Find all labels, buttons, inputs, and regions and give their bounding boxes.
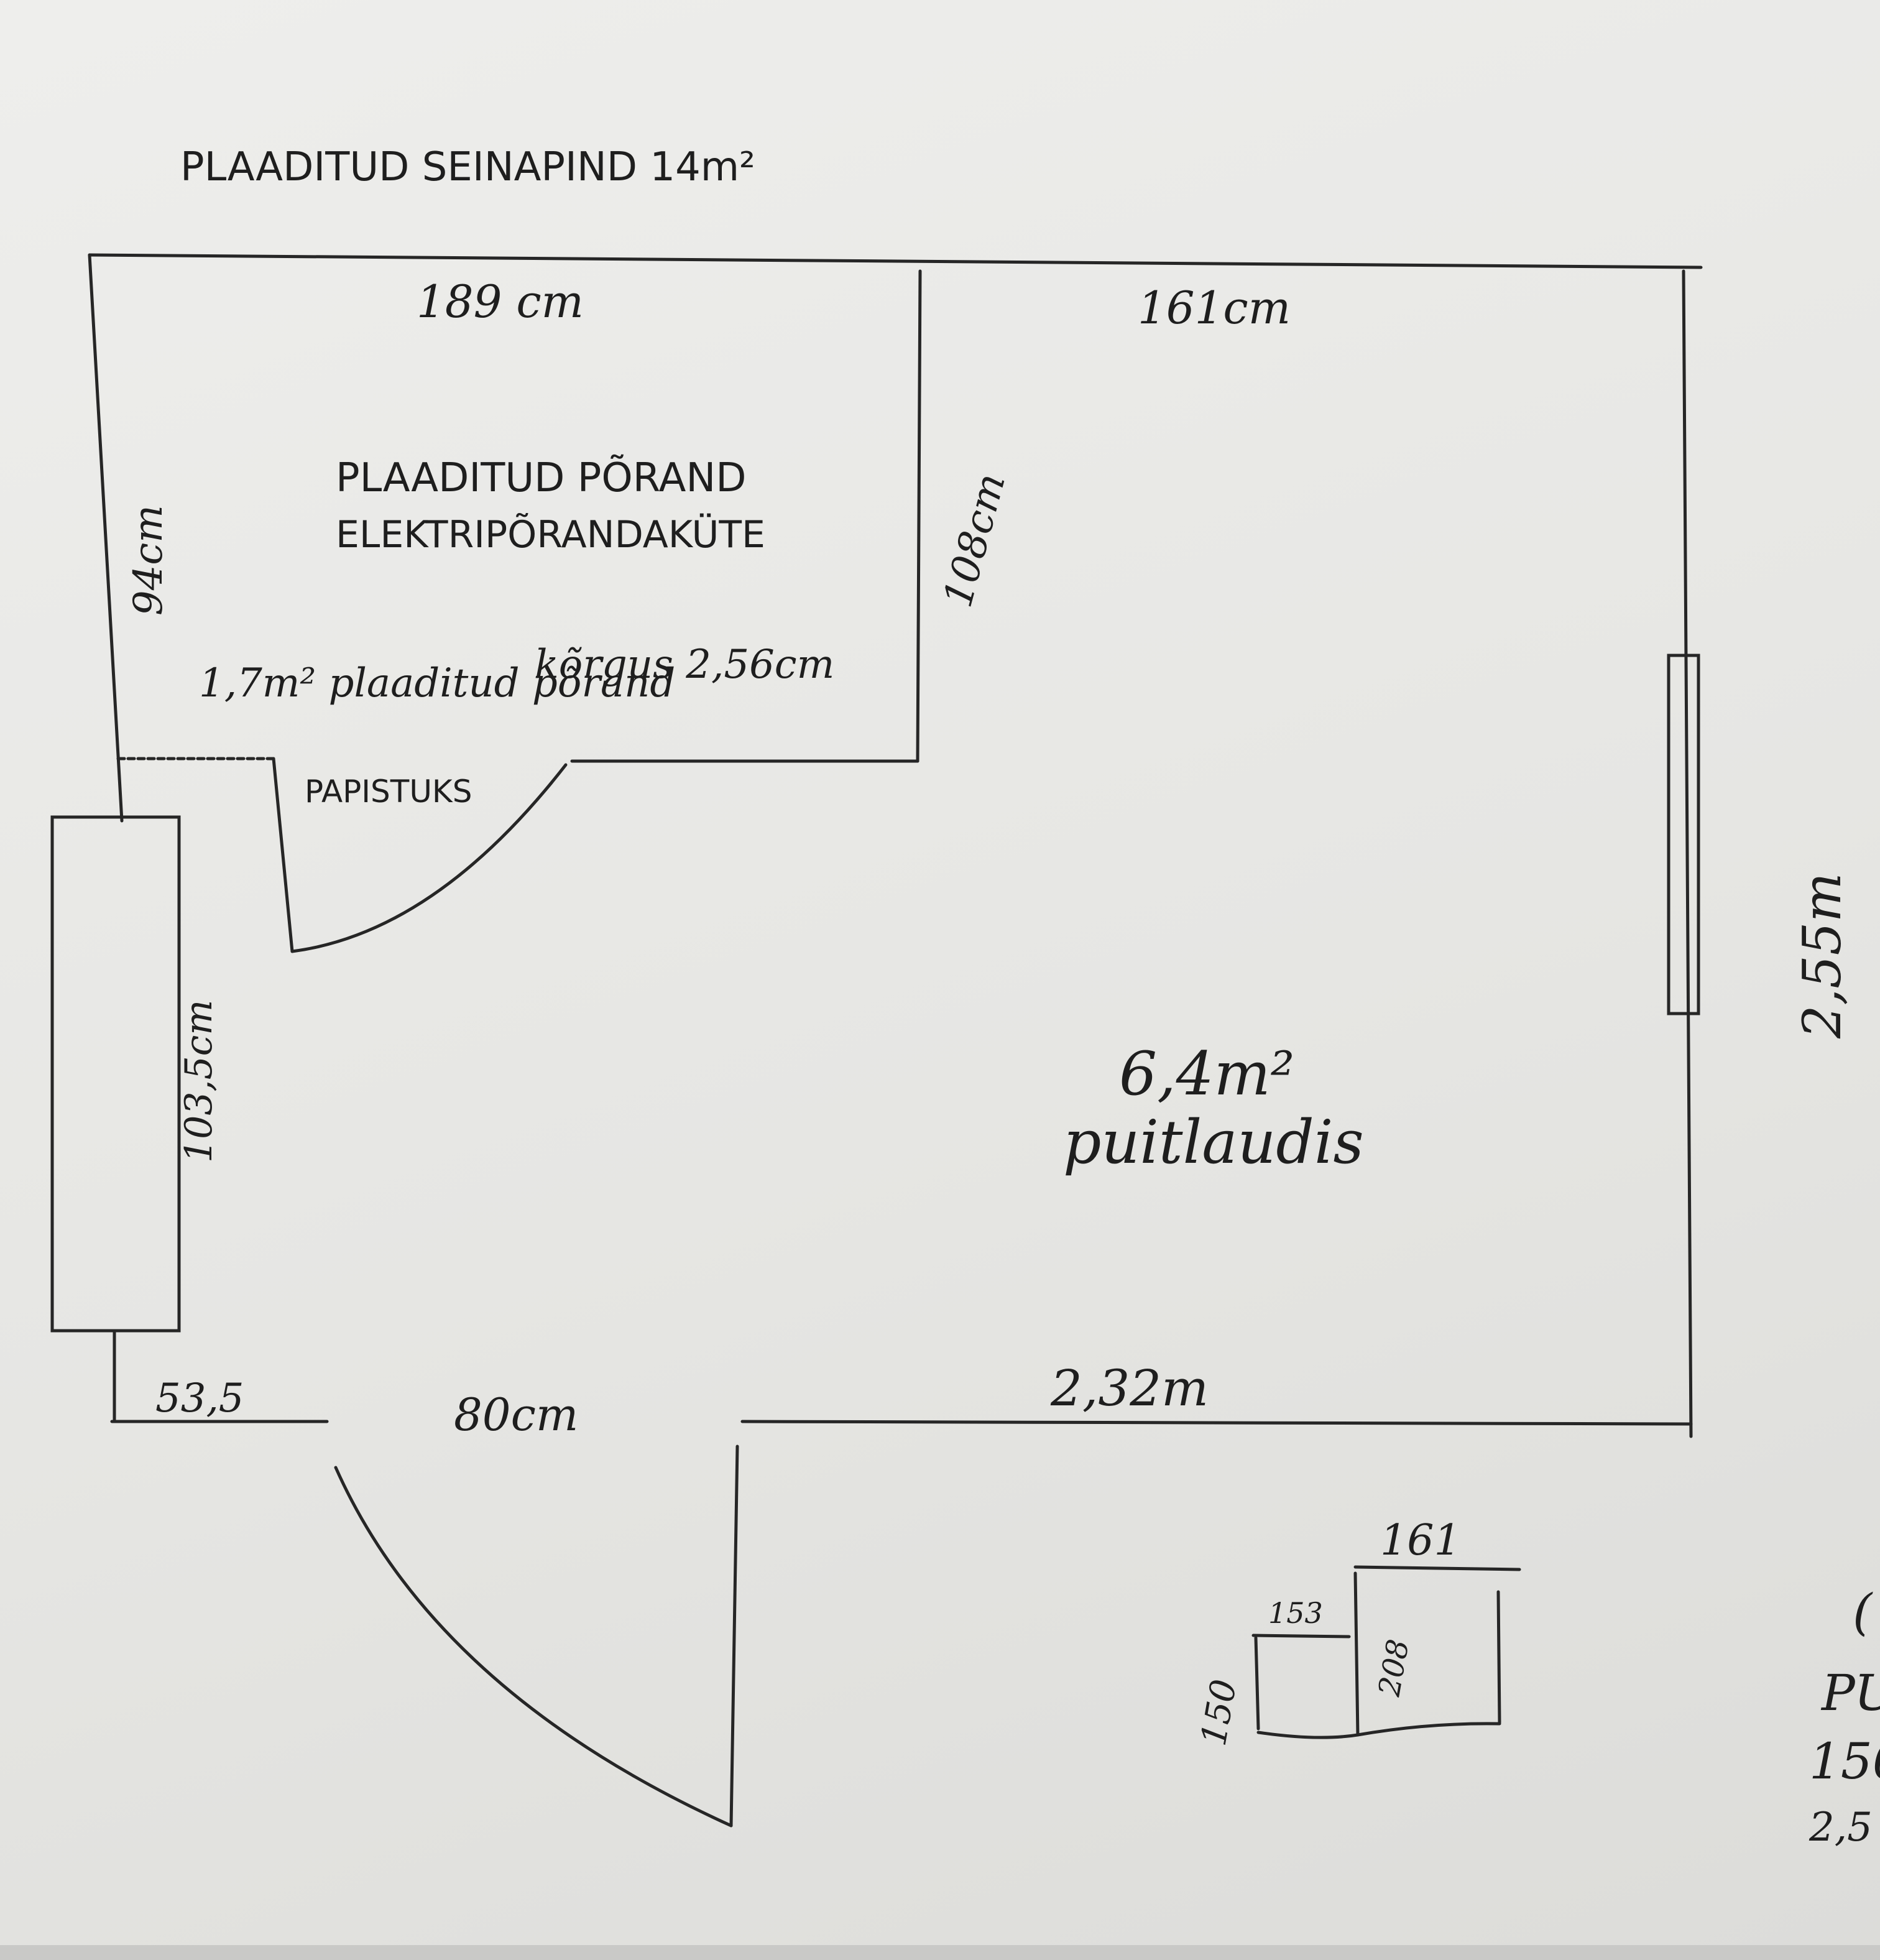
entry-door-swing [334,1466,733,1828]
small-sketch-inner-label: 208 [1371,1637,1416,1699]
doors [272,757,739,1828]
bathroom-right-wall [916,269,922,763]
room-area-label: 6,4m² [1119,1039,1294,1109]
bathroom-door-label: PAPISTUKS [305,774,472,810]
bathroom-door-leaf [272,757,294,953]
cut-off-notes: ( PU 150 2,5 [1809,1583,1880,1851]
cut-off-note: 150 [1809,1732,1880,1790]
entry-door-leaf [729,1445,739,1828]
bottom-right-label: 2,32m [1050,1359,1209,1417]
small-sketch-right [1496,1590,1501,1724]
table-edge [0,1945,1880,1960]
walls [88,253,1703,1438]
small-sketch-small-top-label: 153 [1268,1596,1323,1630]
cut-off-note: ( [1853,1583,1873,1641]
entry-door-label: 80cm [454,1389,578,1441]
small-sketch-left [1254,1636,1260,1731]
room-floor-label: puitlaudis [1063,1107,1364,1177]
bathroom-door-swing [290,763,568,953]
small-sketch-top-label: 161 [1380,1516,1461,1565]
small-sketch-bottom [1256,1722,1501,1739]
bathroom-floor-label-1: PLAADITUD PÕRAND [336,455,747,501]
bathroom-area-label: 1,7m² plaaditud põrand [199,660,675,706]
small-sketch-small-top [1251,1634,1351,1639]
bathroom-floor-label-2: ELEKTRIPÕRANDAKÜTE [336,512,765,557]
bathroom-width-label: 189 cm [417,275,584,328]
room-right-label: 2,55m [1792,872,1853,1039]
small-sketch-top-line [1353,1565,1521,1571]
cut-off-note: 2,5 [1809,1805,1873,1851]
right-window [1667,654,1700,1015]
left-window [50,815,181,1333]
room-top-right-label: 161cm [1138,282,1291,334]
right-wall [1682,269,1693,1438]
bathroom-left-label: 94cm [126,505,172,616]
cut-off-note: PU [1820,1664,1880,1722]
left-window-label: 103,5cm [177,1000,221,1163]
bottom-left-label: 53,5 [155,1375,244,1421]
small-sketch-divider [1353,1571,1360,1737]
bathroom-height-label: kõrgus 2,56cm [535,642,834,688]
left-wall-upper [88,253,124,823]
small-sketch-side-label: 150 [1194,1676,1245,1749]
bottom-wall-right [740,1420,1693,1426]
top-wall [88,253,1703,269]
windows [50,654,1700,1333]
bathroom-right-label: 108cm [935,469,1015,612]
page-title: PLAADITUD SEINAPIND 14m² [180,144,755,190]
small-sketch [1251,1565,1521,1739]
